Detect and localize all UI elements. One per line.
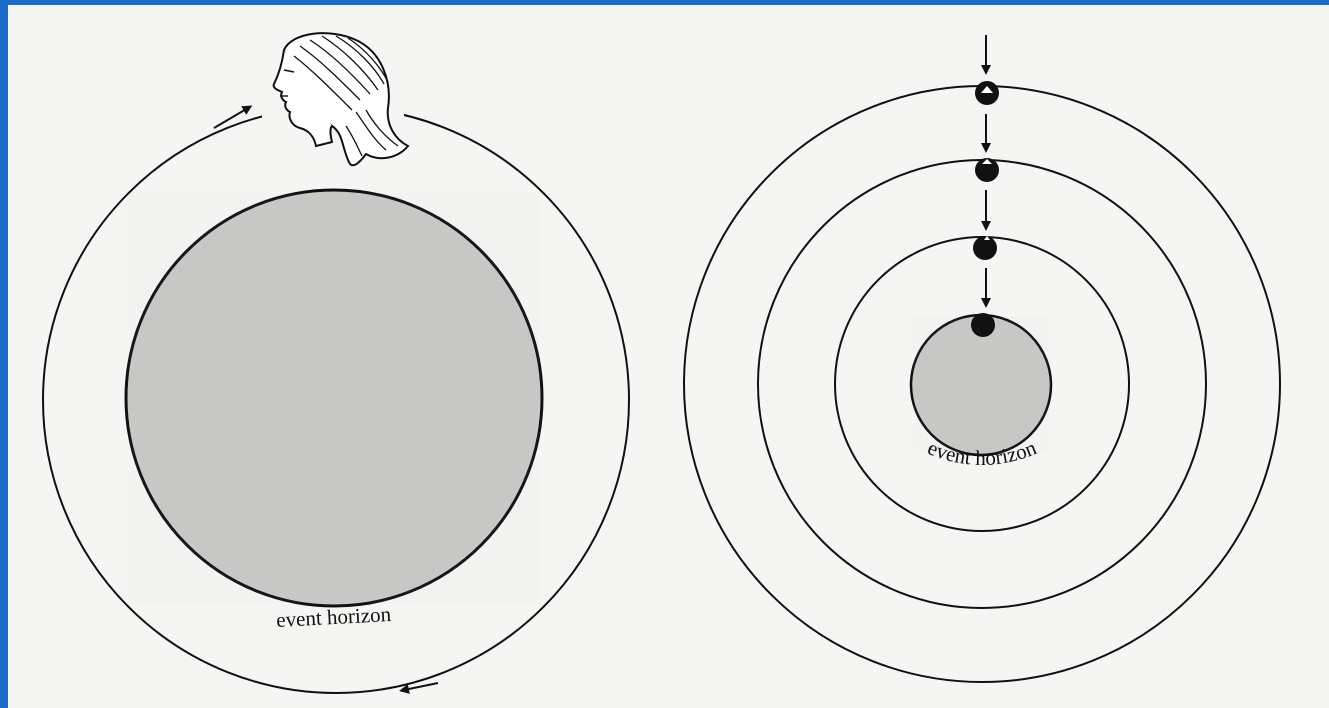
infalling-object-icon	[971, 313, 995, 337]
infalling-object-icon	[975, 158, 999, 182]
horizon-texture	[913, 317, 1049, 453]
infalling-object-icon	[975, 81, 999, 105]
left-diagram: event horizon	[43, 33, 629, 693]
woman-head-icon	[274, 33, 408, 165]
horizon-texture	[129, 193, 539, 603]
infalling-object-icon	[973, 236, 997, 260]
left-horizon-label: event horizon	[276, 602, 392, 632]
orbit-arrow-icon	[214, 108, 248, 128]
right-diagram: event horizon	[684, 35, 1280, 682]
